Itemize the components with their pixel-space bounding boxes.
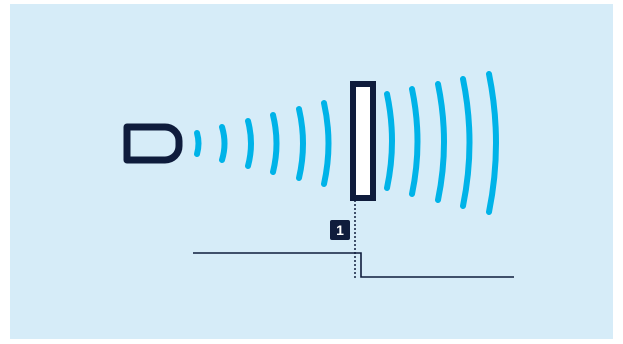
signal-step-line <box>193 253 514 277</box>
incoming-waves <box>197 103 329 184</box>
outgoing-waves <box>387 74 496 212</box>
transmitter-icon <box>127 127 179 160</box>
wave-arc <box>299 109 303 178</box>
wave-arc <box>463 79 470 206</box>
barrier-icon <box>353 84 373 198</box>
wave-arc <box>248 121 251 166</box>
wave-arc <box>387 94 392 188</box>
wave-arc <box>222 127 225 160</box>
wave-arc <box>489 74 496 212</box>
marker-label: 1 <box>336 222 344 238</box>
marker-badge: 1 <box>330 220 350 240</box>
wave-arc <box>197 133 199 154</box>
wave-arc <box>412 89 418 194</box>
wave-arc <box>273 115 277 172</box>
wave-arc <box>438 84 444 200</box>
wave-arc <box>324 103 329 184</box>
